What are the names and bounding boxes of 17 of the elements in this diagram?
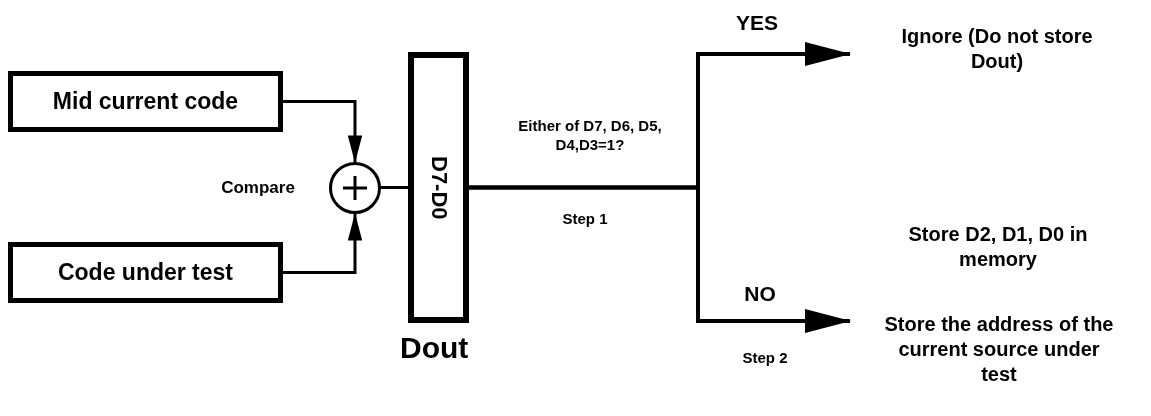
connector-arrow: [283, 100, 363, 163]
summing-junction-icon: [329, 162, 381, 214]
connector-arrow: [469, 185, 851, 333]
annotation-text: Step 1: [561, 210, 609, 229]
annotation-text: Step 2: [741, 349, 789, 368]
input-box: Mid current code: [8, 71, 283, 132]
annotation-text: Store D2, D1, D0 in memory: [907, 222, 1089, 272]
node-caption: Compare: [220, 177, 296, 199]
annotation-text: Either of D7, D6, D5, D4,D3=1?: [517, 117, 663, 155]
outcome-text: Ignore (Do not store Dout): [850, 24, 1144, 74]
register-name: Dout: [400, 331, 469, 365]
connector-arrow: [283, 213, 363, 274]
edge-label: YES: [735, 10, 779, 36]
input-box: Code under test: [8, 242, 283, 303]
outcome-text: Store the address of the current source under test: [850, 312, 1148, 387]
register-label: D7-D0: [425, 155, 452, 220]
edge-label: NO: [743, 281, 777, 307]
